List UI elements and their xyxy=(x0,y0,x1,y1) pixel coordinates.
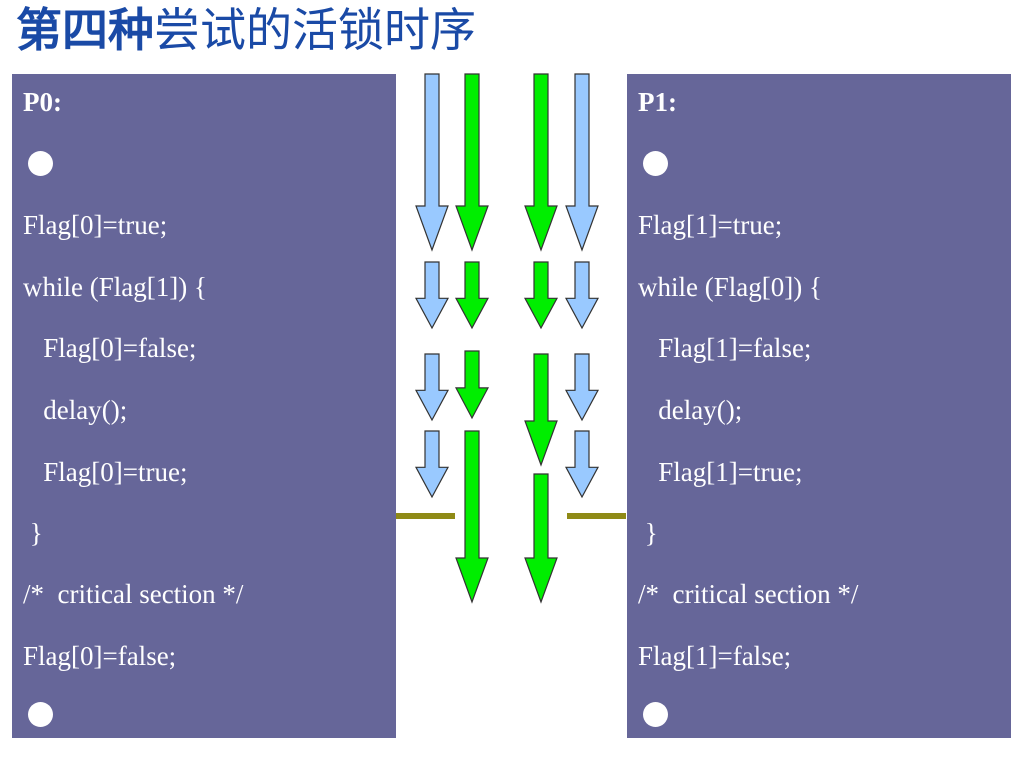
green-down-arrow-9 xyxy=(523,261,559,330)
p1-line-critical: /* critical section */ xyxy=(638,579,859,609)
p0-start-dot xyxy=(28,151,53,176)
page-title: 第四种尝试的活锁时序 xyxy=(16,0,476,64)
green-down-arrow-11 xyxy=(524,473,558,604)
p0-end-dot xyxy=(28,702,53,727)
p0-code-panel: P0: Flag[0]=true; while (Flag[1]) { Flag… xyxy=(12,74,396,738)
blue-down-arrow-0 xyxy=(415,73,449,252)
green-down-arrow-7 xyxy=(455,430,489,604)
p1-line-set-flag: Flag[1]=true; xyxy=(638,210,783,240)
p0-line-delay: delay(); xyxy=(23,395,128,425)
p1-line-close-brace: } xyxy=(638,518,658,548)
blue-down-arrow-3 xyxy=(414,430,450,499)
p1-line-while: while (Flag[0]) { xyxy=(638,272,822,302)
blue-down-arrow-12 xyxy=(565,73,599,252)
p1-code-panel: P1: Flag[1]=true; while (Flag[0]) { Flag… xyxy=(627,74,1011,738)
p1-line-delay: delay(); xyxy=(638,395,743,425)
p0-header: P0: xyxy=(23,87,62,117)
green-down-arrow-6 xyxy=(455,350,489,420)
p1-header: P1: xyxy=(638,87,677,117)
p0-line-critical: /* critical section */ xyxy=(23,579,244,609)
p0-line-clear-flag: Flag[0]=false; xyxy=(23,333,197,363)
p1-line-exit-flag: Flag[1]=false; xyxy=(638,641,792,671)
p1-line-clear-flag: Flag[1]=false; xyxy=(638,333,812,363)
p0-line-while: while (Flag[1]) { xyxy=(23,272,207,302)
p0-line-set-flag: Flag[0]=true; xyxy=(23,210,168,240)
p1-line-reset-flag: Flag[1]=true; xyxy=(638,457,803,487)
p0-line-exit-flag: Flag[0]=false; xyxy=(23,641,177,671)
title-normal: 尝试的活锁时序 xyxy=(154,3,476,57)
p1-start-dot xyxy=(643,151,668,176)
blue-down-arrow-13 xyxy=(564,261,600,330)
blue-down-arrow-1 xyxy=(414,261,450,330)
green-down-arrow-5 xyxy=(454,261,490,330)
green-down-arrow-8 xyxy=(524,73,558,252)
blue-down-arrow-2 xyxy=(414,353,450,422)
blue-down-arrow-14 xyxy=(564,353,600,422)
p0-line-close-brace: } xyxy=(23,518,43,548)
p0-line-reset-flag: Flag[0]=true; xyxy=(23,457,188,487)
title-bold: 第四种 xyxy=(16,3,154,57)
p1-end-dot xyxy=(643,702,668,727)
green-down-arrow-10 xyxy=(524,353,558,467)
green-down-arrow-4 xyxy=(455,73,489,252)
blue-down-arrow-15 xyxy=(564,430,600,499)
